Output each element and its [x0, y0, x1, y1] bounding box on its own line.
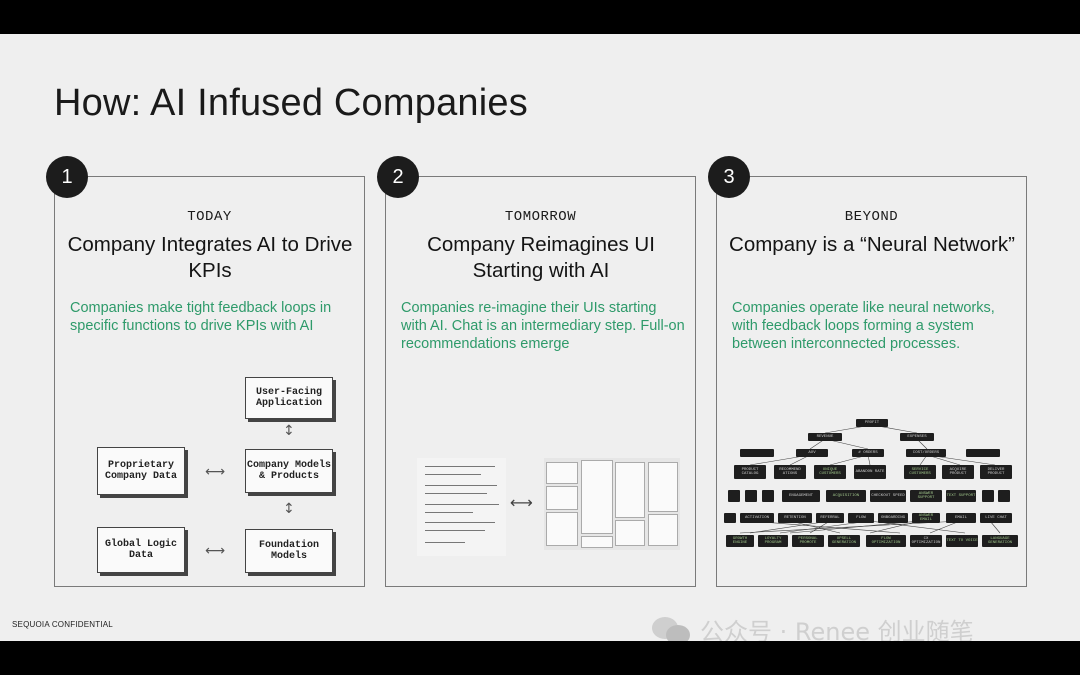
network-node	[740, 449, 774, 457]
network-node: LIVE CHAT	[980, 513, 1012, 523]
network-node: TEXT TO VOICE	[946, 535, 978, 547]
network-node: ACQUIRE PRODUCT	[942, 465, 974, 479]
card-heading: Company Integrates AI to Drive KPIs	[67, 233, 353, 282]
card-eyebrow: BEYOND	[844, 209, 899, 225]
card-heading: Company is a “Neural Network”	[729, 233, 1015, 256]
network-node: ENGAGEMENT	[782, 490, 820, 502]
card-today: TODAY Company Integrates AI to Drive KPI…	[54, 176, 365, 587]
network-node: EXPENSES	[900, 433, 934, 441]
company-models-box: Company Models & Products	[245, 449, 333, 493]
network-node	[762, 490, 774, 502]
network-node: UNIQUE CUSTOMERS	[814, 465, 846, 479]
arrow-up-down-icon: ↕	[283, 423, 295, 439]
foundation-models-box: Foundation Models	[245, 529, 333, 573]
step-number-badge: 1	[46, 156, 88, 198]
network-node: ONBOARDING	[878, 513, 908, 523]
chat-document-illustration	[417, 458, 506, 556]
proprietary-data-box: Proprietary Company Data	[97, 447, 185, 495]
card-beyond: BEYOND Company is a “Neural Network” Com…	[716, 176, 1027, 587]
letterbox-top	[0, 0, 1080, 34]
slide-title: How: AI Infused Companies	[54, 82, 528, 124]
watermark: 公众号 · Renee 创业随笔	[652, 612, 974, 641]
network-node: REVENUE	[808, 433, 842, 441]
step-number-badge: 3	[708, 156, 750, 198]
network-node	[724, 513, 736, 523]
card-description: Companies make tight feedback loops in s…	[70, 300, 332, 334]
ui-grid-illustration	[544, 458, 680, 550]
network-node: REFERRAL	[816, 513, 844, 523]
network-node	[998, 490, 1010, 502]
network-node: RETENTION	[778, 513, 812, 523]
neural-network-diagram: PROFIT REVENUE EXPENSES AOV # ORDERS COS…	[720, 413, 1024, 563]
network-node: UPSELL GENERATION	[828, 535, 860, 547]
user-facing-application-box: User-Facing Application	[245, 377, 333, 419]
network-node: EMAIL	[946, 513, 976, 523]
network-node: CHECKOUT SPEED	[870, 490, 906, 502]
network-node: AOV	[796, 449, 828, 457]
network-node: FLOW OPTIMIZATION	[866, 535, 906, 547]
network-node: SERVICE CUSTOMERS	[904, 465, 936, 479]
card-description: Companies re-imagine their UIs starting …	[401, 300, 685, 352]
network-node: ABANDON RATE	[854, 465, 886, 479]
network-node	[982, 490, 994, 502]
slide: How: AI Infused Companies TODAY Company …	[0, 34, 1080, 641]
confidential-footer: SEQUOIA CONFIDENTIAL	[12, 620, 113, 629]
network-node	[745, 490, 757, 502]
network-node: TEXT SUPPORT	[946, 490, 976, 502]
network-node: ANSWER EMAIL	[912, 513, 940, 523]
watermark-text: 公众号 · Renee 创业随笔	[700, 618, 974, 641]
network-node: RECOMMEND ATIONS	[774, 465, 806, 479]
global-logic-data-box: Global Logic Data	[97, 527, 185, 573]
arrow-left-right-icon: ⟷	[510, 493, 533, 512]
card-eyebrow: TODAY	[187, 209, 232, 225]
network-node: DELIVER PRODUCT	[980, 465, 1012, 479]
network-node: CX OPTIMIZATION	[910, 535, 942, 547]
network-node	[966, 449, 1000, 457]
card-description: Companies operate like neural networks, …	[732, 300, 995, 352]
network-node: GROWTH ENGINE	[726, 535, 754, 547]
network-node: PRODUCT CATALOG	[734, 465, 766, 479]
wechat-icon	[652, 615, 692, 641]
network-node: ACTIVATION	[740, 513, 774, 523]
arrow-left-right-icon: ⟷	[205, 543, 226, 559]
arrow-left-right-icon: ⟷	[205, 464, 226, 480]
network-node: PROFIT	[856, 419, 888, 427]
card-eyebrow: TOMORROW	[504, 209, 577, 225]
network-node	[728, 490, 740, 502]
network-node: LOYALTY PROGRAM	[758, 535, 788, 547]
step-number-badge: 2	[377, 156, 419, 198]
network-node: LANGUAGE GENERATION	[982, 535, 1018, 547]
network-node: PERSONAL PROMOTE	[792, 535, 824, 547]
arrow-up-down-icon: ↕	[283, 501, 295, 517]
letterbox-bottom	[0, 641, 1080, 675]
network-node: # ORDERS	[852, 449, 884, 457]
card-tomorrow: TOMORROW Company Reimagines UI Starting …	[385, 176, 696, 587]
network-node: FLOW	[848, 513, 874, 523]
network-node: ACQUISITION	[826, 490, 866, 502]
network-node: ANSWER SUPPORT	[910, 490, 942, 502]
network-node: COST/ORDERS	[906, 449, 946, 457]
card-heading: Company Reimagines UI Starting with AI	[427, 233, 655, 282]
